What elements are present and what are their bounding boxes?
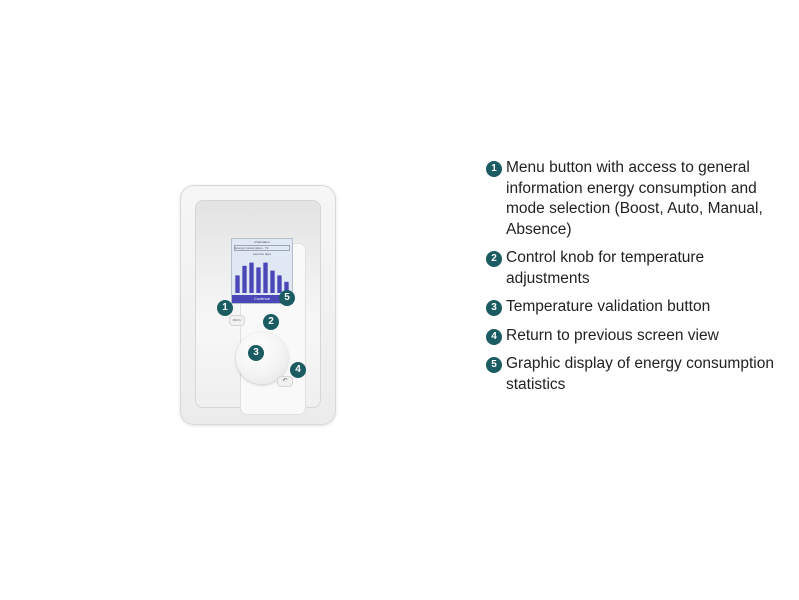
continue-button[interactable]: Continue xyxy=(232,295,292,303)
energy-bar-chart xyxy=(235,262,289,293)
legend-number: 3 xyxy=(486,300,502,316)
energy-bar xyxy=(277,275,282,293)
legend-number: 4 xyxy=(486,328,502,345)
energy-bar xyxy=(284,281,289,293)
legend-item: 1 Menu button with access to general inf… xyxy=(486,158,786,240)
energy-bar xyxy=(263,262,268,293)
screen-subtitle: Energy consumption - T2 xyxy=(234,245,290,251)
callout-marker-3: 3 xyxy=(248,345,264,361)
legend-text: Temperature validation button xyxy=(506,298,711,315)
return-button[interactable]: ↶ xyxy=(278,377,292,386)
legend-text: Control knob for temperature adjustments xyxy=(506,249,705,287)
screen-period: Last five days xyxy=(252,252,272,256)
screen-title: Information xyxy=(254,240,270,244)
legend-item: 3 Temperature validation button xyxy=(486,297,786,318)
legend-item: 2 Control knob for temperature adjustmen… xyxy=(486,248,786,289)
legend-number: 1 xyxy=(486,161,502,177)
menu-button[interactable]: MENU xyxy=(230,316,244,325)
legend-item: 5 Graphic display of energy consumption … xyxy=(486,354,786,395)
callout-marker-1: 1 xyxy=(217,300,233,316)
legend-item: 4 Return to previous screen view xyxy=(486,326,786,347)
energy-bar xyxy=(235,275,240,293)
callout-marker-2: 2 xyxy=(263,314,279,330)
energy-bar xyxy=(242,265,247,293)
energy-bar xyxy=(256,267,261,293)
legend-number: 2 xyxy=(486,251,502,267)
heater-control-panel xyxy=(180,185,336,425)
energy-bar xyxy=(270,270,275,293)
legend-number: 5 xyxy=(486,357,502,373)
callout-marker-4: 4 xyxy=(290,362,306,378)
return-arrow-icon: ↶ xyxy=(282,378,288,384)
legend-text: Return to previous screen view xyxy=(506,326,719,344)
legend: 1 Menu button with access to general inf… xyxy=(486,158,786,403)
legend-text: Menu button with access to general infor… xyxy=(506,159,763,238)
energy-bar xyxy=(249,262,254,293)
callout-marker-5: 5 xyxy=(279,290,295,306)
legend-text: Graphic display of energy consumption st… xyxy=(506,355,774,393)
